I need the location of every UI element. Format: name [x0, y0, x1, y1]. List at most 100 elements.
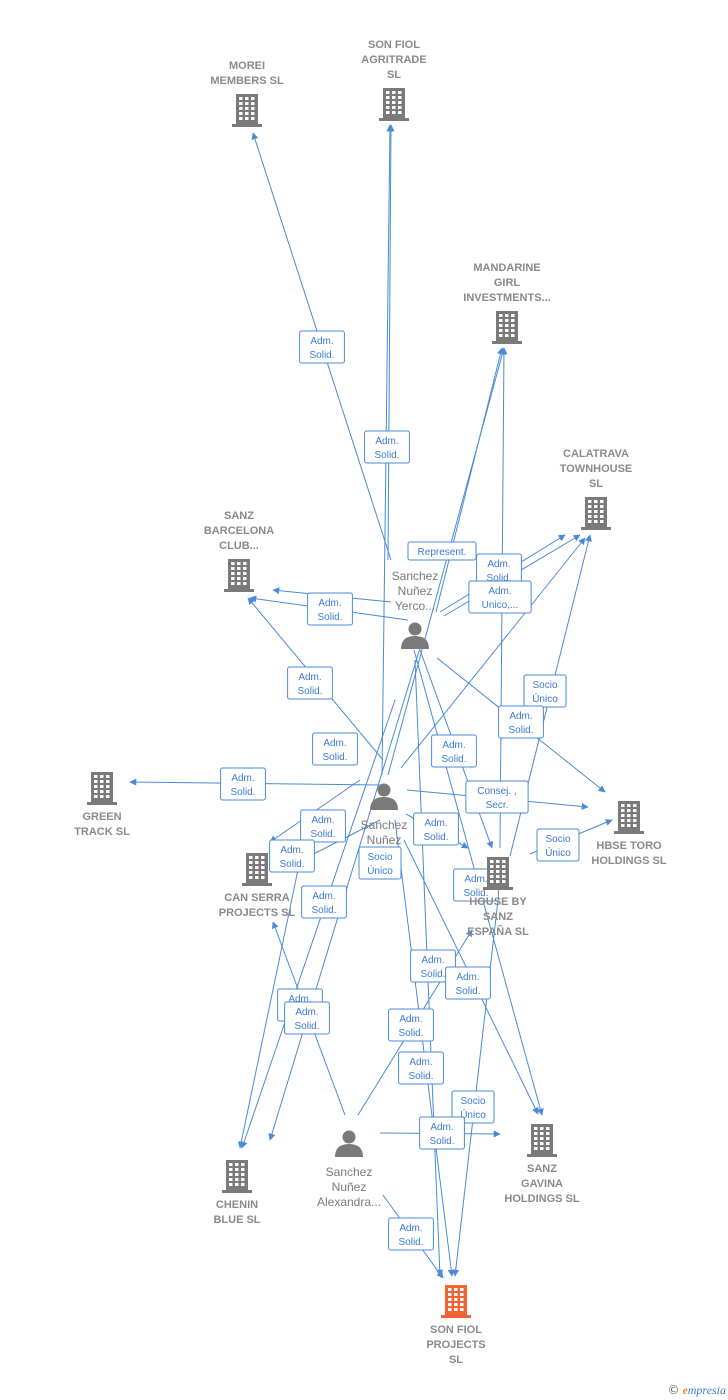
- edge-label[interactable]: Adm.Solid.: [300, 809, 346, 843]
- node-label-line: GAVINA: [521, 1178, 563, 1190]
- edge-label[interactable]: Adm.Solid.: [388, 1217, 434, 1251]
- edge-line: [452, 899, 499, 1277]
- edge-label-text: Solid.: [279, 859, 304, 870]
- edge-label[interactable]: Adm. Solid.: [307, 592, 353, 626]
- node-label-line: HOLDINGS SL: [504, 1193, 579, 1205]
- edge-label-text: Solid.: [322, 752, 347, 763]
- person-node-alexandra[interactable]: SanchezNuñezAlexandra...: [317, 1130, 381, 1210]
- node-label-line: Yerco...: [395, 599, 435, 613]
- company-node-canserra[interactable]: CAN SERRA PROJECTS SL: [219, 853, 296, 919]
- edge-label-text: Adm.: [375, 436, 398, 447]
- edge-label[interactable]: Adm.Solid.: [410, 949, 456, 983]
- node-label-line: PROJECTS SL: [219, 907, 296, 919]
- edge-label-text: Secr.: [486, 800, 509, 811]
- edge-label-text: Adm.: [456, 972, 479, 983]
- person-icon: [370, 783, 398, 810]
- edge-line: [240, 699, 396, 1149]
- edge-label[interactable]: Adm.Solid.: [220, 767, 266, 801]
- edge-label[interactable]: Adm.Solid.: [312, 732, 358, 766]
- edge-label-text: Adm.: [421, 955, 444, 966]
- edge-label-text: Solid.: [317, 612, 342, 623]
- edge-label-text: Adm.: [464, 874, 487, 885]
- node-label-line: HOLDINGS SL: [591, 855, 666, 867]
- edge-line: [237, 859, 301, 1149]
- node-label-line: Nuñez: [367, 833, 402, 847]
- node-label-line: SL: [387, 69, 401, 81]
- edge-label-text: Adm.: [288, 994, 311, 1005]
- edge-label-text: Adm.: [442, 740, 465, 751]
- node-label-line: SANZ: [483, 911, 513, 923]
- company-node-mandarine[interactable]: MANDARINEGIRLINVESTMENTS...: [463, 262, 551, 344]
- edge-label-text: Solid.: [310, 829, 335, 840]
- node-label-line: Sanchez: [361, 818, 408, 832]
- edge-label-text: Único: [367, 864, 393, 877]
- edge-label-text: Solid.: [311, 905, 336, 916]
- node-label-line: GREEN: [82, 811, 121, 823]
- node-label-line: Sanchez: [392, 569, 439, 583]
- edge-label[interactable]: Adm. Solid.: [413, 812, 459, 846]
- edge-label-text: Solid.: [423, 832, 448, 843]
- node-label-line: INVESTMENTS...: [463, 292, 550, 304]
- edge-line: [400, 537, 586, 769]
- edge-label[interactable]: Adm.Solid.: [398, 1051, 444, 1085]
- edge-label-text: Adm.: [298, 672, 321, 683]
- building-icon: [242, 853, 272, 886]
- edge-label[interactable]: Adm.Solid.: [419, 1116, 465, 1150]
- edge-label-text: Adm.: [424, 818, 447, 829]
- edge-labels-layer: Adm. Solid. Adm. Solid. Represent. Adm. Solid.…: [220, 330, 580, 1251]
- building-icon: [614, 801, 644, 834]
- building-icon: [379, 88, 409, 121]
- edge-label[interactable]: Consej. ,Secr.: [465, 780, 529, 814]
- edge-label-text: Adm.: [310, 336, 333, 347]
- edge-label-text: Socio: [460, 1096, 485, 1107]
- edge-label[interactable]: Adm.Solid.: [498, 705, 544, 739]
- edge-label[interactable]: Adm.Solid.: [445, 966, 491, 1000]
- person-icon: [335, 1130, 363, 1157]
- building-icon: [87, 772, 117, 805]
- person-node-yerco[interactable]: SanchezNuñezYerco...: [392, 569, 439, 649]
- edge-label-text: Único: [545, 846, 571, 859]
- node-label-line: Nuñez: [398, 584, 433, 598]
- node-label-line: SL: [449, 1354, 463, 1366]
- edge-label-text: Solid.: [374, 450, 399, 461]
- edge-label[interactable]: Adm.Unico,...: [468, 580, 532, 614]
- node-label-line: MEMBERS SL: [210, 75, 284, 87]
- company-node-green[interactable]: GREEN TRACK SL: [74, 772, 130, 838]
- edge-label[interactable]: Adm. Solid.: [364, 430, 410, 464]
- edge-label[interactable]: Adm.Solid.: [287, 666, 333, 700]
- edge-label[interactable]: Adm. Solid.: [431, 734, 477, 768]
- edge-label[interactable]: Adm.Solid.: [301, 885, 347, 919]
- company-node-sanzbcn[interactable]: SANZBARCELONACLUB...: [204, 510, 274, 592]
- edge-label[interactable]: Adm.Solid.: [299, 330, 345, 364]
- company-node-hbse[interactable]: HBSE TORO HOLDINGS SL: [591, 801, 667, 867]
- edge-label-text: Solid.: [398, 1028, 423, 1039]
- edge-label-text: Solid.: [441, 754, 466, 765]
- edge-label-text: Adm.: [318, 598, 341, 609]
- footer-brand[interactable]: © empresia: [667, 1383, 726, 1398]
- edge-label[interactable]: Adm.Solid.: [388, 1008, 434, 1042]
- building-icon: [581, 497, 611, 530]
- node-label-line: TRACK SL: [74, 826, 130, 838]
- node-label-line: CAN SERRA: [224, 892, 289, 904]
- edge-label-text: Socio: [367, 852, 392, 863]
- edge-label[interactable]: Adm.Solid.: [269, 839, 315, 873]
- edge-label-text: Único: [460, 1108, 486, 1121]
- edge-label[interactable]: Adm.Solid.: [284, 1001, 330, 1035]
- edge-line: [387, 124, 395, 561]
- edge-label[interactable]: Represent.: [407, 541, 477, 561]
- edge-label-text: Adm.: [409, 1057, 432, 1068]
- node-label-line: HBSE TORO: [596, 840, 662, 852]
